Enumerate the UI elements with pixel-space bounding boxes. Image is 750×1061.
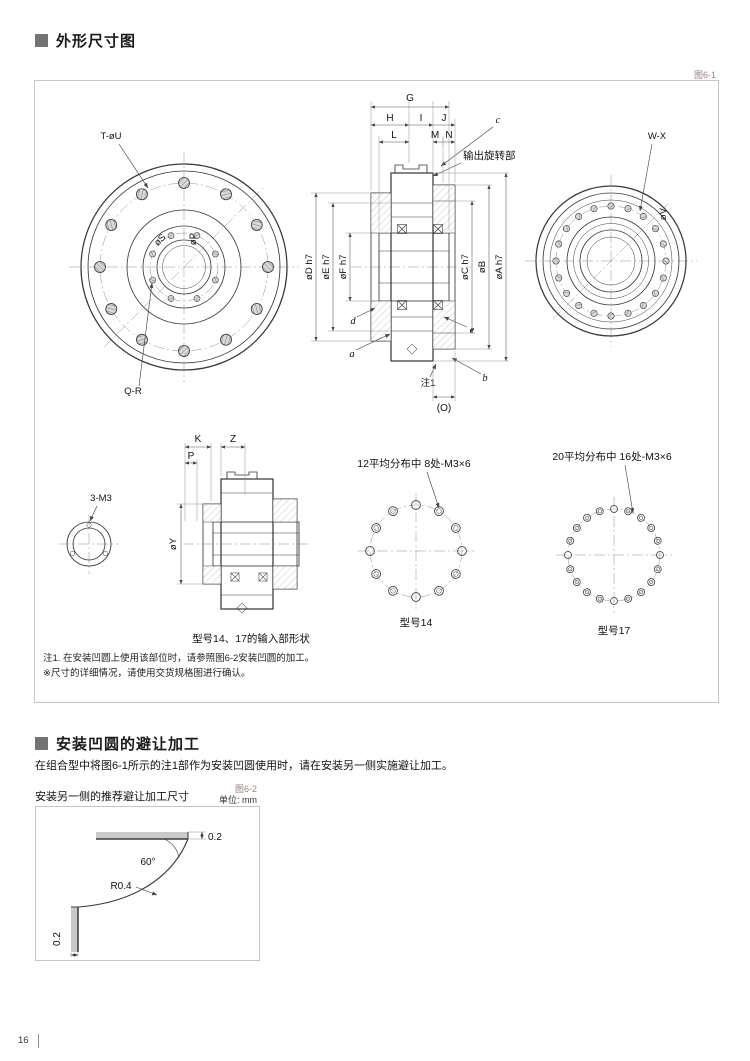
ring-view: [59, 514, 119, 574]
diameter-dims-left: [311, 192, 391, 342]
ring-3m3-label: 3-M3: [90, 493, 112, 504]
dim-i-label: I: [420, 113, 423, 124]
figure2-label: 图6-2: [234, 784, 257, 794]
input-view-caption: 型号14、17的输入部形状: [192, 632, 310, 645]
figure2-box: 60° R0.4 0.2 0.2: [35, 806, 260, 961]
section-view: [351, 164, 471, 362]
ref-b-label: b: [482, 373, 487, 384]
bolt17-heading: 20平均分布中 16处-M3×6: [552, 450, 671, 463]
dia-a-label: øA h7: [494, 255, 505, 280]
rear-view-v-label: øV: [658, 207, 669, 220]
section2-heading: 安装凹圆的避让加工: [35, 733, 200, 754]
page-number: 16: [18, 1034, 39, 1048]
outline-dimension-drawing: T-øU Q-R øS øP: [59, 93, 697, 645]
relief-offset-left-label: 0.2: [52, 932, 63, 946]
dim-l-label: L: [391, 130, 397, 141]
dim-n-label: N: [445, 130, 452, 141]
input-section-view: [183, 471, 311, 614]
bolt-pattern-14: [358, 493, 474, 609]
front-view: [69, 152, 299, 382]
output-rotating-part-label: 输出旋转部: [463, 149, 516, 162]
top-dimensions: [370, 101, 456, 231]
dim-p-label: P: [188, 451, 195, 462]
relief-angle-label: 60°: [140, 857, 155, 868]
ref-d-label: d: [350, 316, 356, 327]
dim-m-label: M: [431, 130, 439, 141]
figure1-notes: 注1. 在安装凹圆上使用该部位时，请参照图6-2安装凹圆的加工。 ※尺寸的详细情…: [43, 652, 314, 681]
dim-y-label: øY: [168, 537, 179, 550]
section1-heading: 外形尺寸图: [35, 30, 136, 51]
front-view-bolt-label: T-øU: [100, 131, 121, 142]
bottom-dimension: [432, 351, 456, 401]
dim-j-label: J: [442, 113, 447, 124]
relief-detail: [70, 831, 206, 957]
dia-c-label: øC h7: [460, 254, 471, 280]
input-dims: [177, 443, 246, 585]
heading-square-icon: [35, 34, 48, 47]
ref-a-label: a: [349, 349, 354, 360]
figure2-unit: 单位: mm: [219, 795, 257, 805]
figure1-note-1: 注1. 在安装凹圆上使用该部位时，请参照图6-2安装凹圆的加工。: [43, 653, 315, 664]
ref-c-label: c: [496, 115, 501, 126]
figure1-box: T-øU Q-R øS øP: [34, 80, 719, 703]
dim-o-label: (O): [437, 403, 451, 414]
section1-title: 外形尺寸图: [56, 33, 137, 50]
section2-body: 在组合型中将图6-1所示的注1部作为安装凹圆使用时，请在安装另一侧实施避让加工。: [35, 760, 454, 772]
relief-offset-top-label: 0.2: [208, 832, 222, 843]
page-number-value: 16: [18, 1035, 29, 1046]
front-view-qr-label: Q-R: [124, 386, 142, 397]
relief-machining-drawing: 60° R0.4 0.2 0.2: [52, 831, 222, 957]
front-view-s-label: øS: [152, 232, 168, 248]
dia-b-label: øB: [477, 261, 488, 273]
dia-e-label: øE h7: [321, 254, 332, 279]
dia-f-label: øF h7: [338, 255, 349, 280]
dia-d-label: øD h7: [304, 254, 315, 280]
dim-k-label: K: [195, 434, 202, 445]
figure2-caption: 安装另一侧的推荐避让加工尺寸: [35, 791, 189, 803]
bolt-pattern-17: [556, 497, 672, 613]
figure1-label: 图6-1: [693, 70, 716, 80]
dim-z-label: Z: [230, 434, 236, 445]
rear-view-wx-label: W-X: [648, 131, 667, 142]
dim-g-label: G: [406, 93, 414, 104]
heading-square-icon: [35, 737, 48, 750]
relief-radius-label: R0.4: [110, 881, 132, 892]
diameter-dims-right: [433, 172, 509, 362]
bolt17-caption: 型号17: [598, 624, 631, 637]
dim-h-label: H: [386, 113, 393, 124]
note1-ref-label: 注1: [421, 377, 436, 389]
front-view-p-label: øP: [188, 233, 199, 245]
bolt14-caption: 型号14: [400, 616, 433, 629]
rear-view: [525, 175, 697, 347]
bolt14-heading: 12平均分布中 8处-M3×6: [357, 457, 471, 470]
section2-title: 安装凹圆的避让加工: [56, 736, 201, 753]
figure1-note-2: ※尺寸的详细情况，请使用交货规格图进行确认。: [43, 667, 251, 679]
